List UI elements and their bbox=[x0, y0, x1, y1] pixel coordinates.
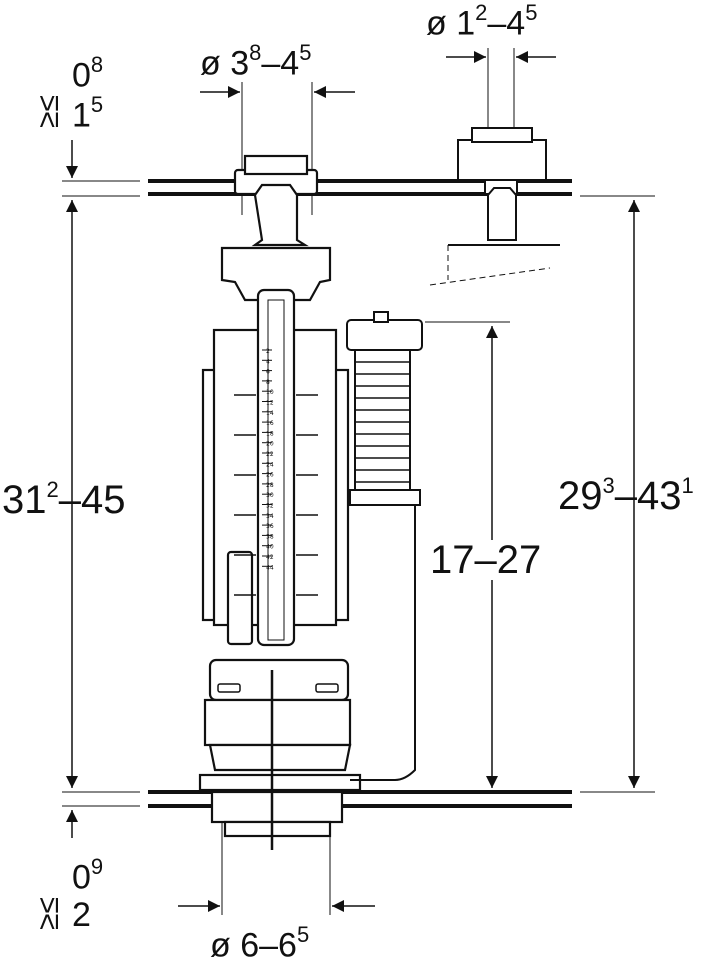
left-height-label: 312–45 bbox=[2, 476, 126, 522]
scale-mark-label: 38 bbox=[266, 533, 274, 540]
top-tolerance-value-a: 08 bbox=[72, 54, 103, 95]
bottom-tolerance-value-a: 09 bbox=[72, 856, 103, 897]
bottom-tolerance-value-b: 2 bbox=[72, 896, 91, 934]
bellows-rings bbox=[355, 361, 410, 483]
scale-mark-label: 44 bbox=[266, 564, 274, 571]
text: 9 bbox=[90, 854, 104, 879]
scale-mark-label: 24 bbox=[266, 461, 274, 468]
scale-mark-label: 22 bbox=[266, 451, 274, 458]
middle-height-label: 17–27 bbox=[430, 538, 542, 582]
scale-mark-label: 4 bbox=[266, 358, 270, 365]
scale-mark-label: 34 bbox=[266, 513, 274, 520]
body-ribs bbox=[234, 394, 318, 596]
scale-mark-label: 26 bbox=[266, 472, 274, 479]
scale-mark-label: 12 bbox=[266, 400, 274, 407]
scale-mark-label: 36 bbox=[266, 523, 274, 530]
text: –4 bbox=[261, 44, 300, 83]
text: 1 bbox=[681, 472, 694, 498]
scale-mark-label: 42 bbox=[266, 554, 274, 561]
scale-mark-label: 16 bbox=[266, 420, 274, 427]
text: 0 bbox=[72, 858, 91, 897]
bottom-diameter-label: ø 6–65 bbox=[210, 924, 309, 965]
bottom-plate bbox=[62, 790, 655, 808]
text: ø 1 bbox=[426, 4, 476, 43]
top-pipe-diameter-label: ø 38–45 bbox=[200, 42, 311, 83]
text: 0 bbox=[72, 56, 91, 95]
text: 29 bbox=[558, 474, 603, 518]
right-height-label: 293–431 bbox=[558, 472, 694, 518]
text: –4 bbox=[487, 4, 526, 43]
valve-body bbox=[198, 154, 362, 850]
secondary-fitting bbox=[429, 127, 560, 286]
text: –45 bbox=[58, 478, 126, 522]
scale-mark-label: 10 bbox=[266, 389, 274, 396]
text: ø 6–6 bbox=[210, 926, 297, 965]
bellows bbox=[346, 311, 423, 781]
top-right-diameter-label: ø 12–45 bbox=[426, 2, 537, 43]
scale-mark-label: 18 bbox=[266, 430, 274, 437]
text: 5 bbox=[299, 40, 312, 65]
text: 5 bbox=[525, 0, 538, 25]
text: 1 bbox=[72, 96, 91, 135]
text: 8 bbox=[90, 52, 104, 77]
text: ø 3 bbox=[200, 44, 250, 83]
scale-mark-label: 14 bbox=[266, 410, 274, 417]
bottom-tolerance-symbols: ≥≤ bbox=[32, 897, 65, 930]
top-tolerance-value-b: 15 bbox=[72, 94, 103, 135]
text: 8 bbox=[249, 40, 262, 65]
text: –43 bbox=[614, 474, 682, 518]
text: 2 bbox=[46, 476, 59, 502]
top-tolerance-symbols: ≥≤ bbox=[32, 95, 65, 128]
scale-mark-label: 40 bbox=[266, 544, 274, 551]
scale-mark-label: 30 bbox=[266, 492, 274, 499]
top-plate bbox=[62, 179, 655, 197]
scale-mark-label: 8 bbox=[266, 379, 270, 386]
text: 31 bbox=[2, 478, 47, 522]
scale-mark-label: 20 bbox=[266, 441, 274, 448]
scale-mark-label: 2 bbox=[266, 348, 270, 355]
text: 5 bbox=[296, 922, 310, 947]
scale-mark-label: 28 bbox=[266, 482, 274, 489]
text: 2 bbox=[475, 0, 488, 25]
text: 3 bbox=[602, 472, 615, 498]
text: 5 bbox=[90, 92, 104, 117]
scale-mark-label: 32 bbox=[266, 503, 274, 510]
scale-mark-label: 6 bbox=[266, 369, 270, 376]
